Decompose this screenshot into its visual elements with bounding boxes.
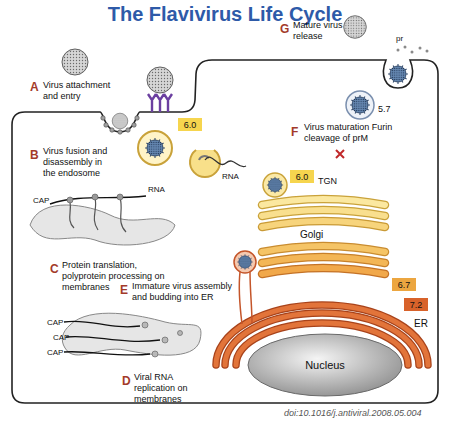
ph-box: 7.2 [404, 298, 428, 311]
organelle-label: TGN [318, 176, 337, 187]
virus-particle [237, 254, 252, 269]
organelle-label: ER [414, 318, 428, 330]
annotation-label: CAP [47, 318, 63, 328]
endosome-vesicle [138, 131, 172, 165]
step-letter: D [122, 374, 131, 388]
receptor [148, 94, 172, 112]
tgn-vesicle [263, 173, 287, 197]
step-letter: A [30, 80, 39, 94]
ph-value: 6.0 [296, 172, 309, 182]
annotation-label: pr [396, 34, 403, 44]
ph-box: 6.7 [392, 278, 416, 291]
step-letter: E [120, 283, 128, 297]
step-description: Viral RNA replication on membranes [134, 372, 206, 404]
virus-particle [145, 138, 165, 158]
step-description: Virus maturation Furin cleavage of prM [304, 122, 398, 144]
organelle-label: Golgi [300, 229, 323, 241]
step-letter: F [291, 125, 298, 139]
nucleus-shape [248, 334, 402, 396]
annotation-label: CAP [33, 196, 49, 206]
virus-particle [62, 49, 88, 75]
furin-mark [336, 150, 344, 158]
virus-particle [112, 113, 128, 129]
step-description: Mature virus release [293, 20, 351, 42]
ph-value: 7.2 [410, 300, 423, 310]
virus-particle [344, 16, 367, 39]
er-budding [234, 251, 256, 324]
endosome [138, 131, 246, 177]
step-description: Virus attachment and entry [43, 80, 125, 102]
step-description: Immature virus assembly and budding into… [132, 281, 244, 303]
annotation-label: CAP [47, 348, 63, 358]
virus-particle [388, 64, 408, 84]
annotation-label: RNA [148, 185, 165, 195]
ph-box: 6.0 [178, 118, 202, 131]
step-description: Virus fusion and disassembly in the endo… [43, 146, 115, 178]
diagram-title: The Flavivirus Life Cycle [0, 3, 450, 26]
organelle-name: Nucleus [305, 359, 345, 371]
step-letter: C [50, 262, 59, 276]
ph-value: 6.0 [184, 120, 197, 130]
annotation-label: CAP [53, 333, 69, 343]
nucleus-oval: Nucleus [247, 333, 403, 397]
ph-value: 5.7 [378, 104, 391, 115]
viral-rna [205, 157, 246, 167]
virus-particle [147, 67, 173, 93]
virus-particle [267, 177, 283, 193]
cell-membrane [12, 60, 438, 403]
replication-membrane [62, 313, 201, 357]
source-caption: doi:10.1016/j.antiviral.2008.05.004 [284, 408, 422, 418]
ph-box: 6.0 [290, 170, 314, 183]
golgi-stack [262, 199, 385, 274]
pr-peptides [397, 46, 429, 54]
ph-value: 6.7 [398, 280, 411, 290]
annotation-label: RNA [222, 172, 239, 182]
virus-release [344, 16, 429, 84]
step-letter: G [280, 22, 289, 36]
virus-particle [350, 95, 370, 115]
step-letter: B [30, 148, 39, 162]
fused-endosome [190, 150, 220, 177]
translation-membrane [30, 194, 175, 245]
